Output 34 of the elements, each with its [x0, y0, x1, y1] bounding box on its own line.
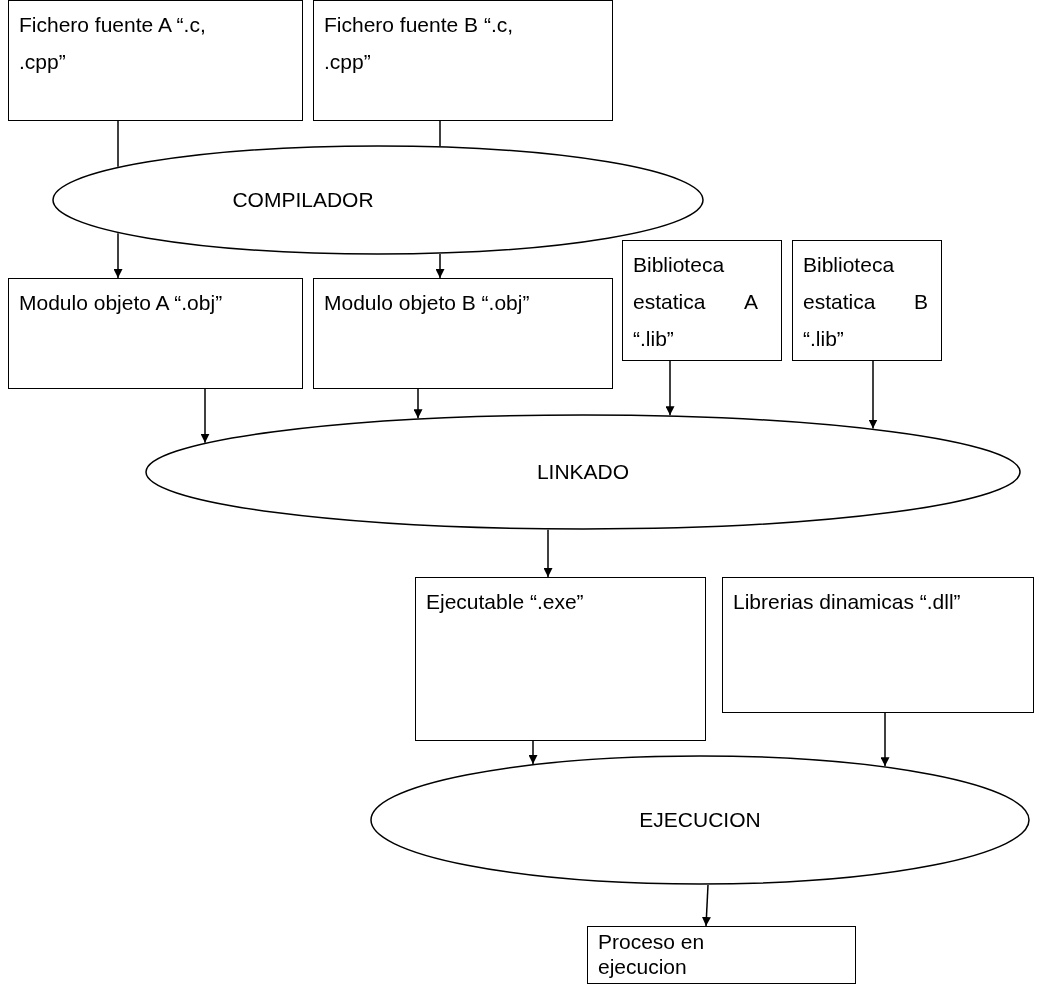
- stage-label: COMPILADOR: [232, 186, 374, 213]
- arrow: [880, 712, 890, 767]
- box-text: Biblioteca estatica A “.lib”: [633, 252, 758, 352]
- arrow: [701, 884, 711, 927]
- process-ellipse: [52, 145, 704, 255]
- arrow: [435, 253, 445, 279]
- box-text: Proceso en ejecucion: [598, 929, 706, 980]
- file-box: [313, 0, 613, 121]
- box-text: Biblioteca estatica B “.lib”: [803, 252, 928, 352]
- box-text: Modulo objeto B “.obj”: [324, 290, 531, 316]
- file-box: [722, 577, 1034, 713]
- arrow: [413, 388, 423, 419]
- file-box: [587, 926, 856, 984]
- stage-label: EJECUCION: [639, 806, 761, 833]
- box-text: Modulo objeto A “.obj”: [19, 290, 224, 316]
- file-box: [792, 240, 942, 361]
- box-text: Librerias dinamicas “.dll”: [733, 589, 962, 615]
- arrow: [113, 232, 123, 279]
- arrow: [543, 529, 553, 578]
- file-box: [313, 278, 613, 389]
- process-ellipse: [145, 414, 1021, 530]
- stage-label: LINKADO: [536, 458, 630, 485]
- file-box: [8, 0, 303, 121]
- box-text: Fichero fuente B “.c, .cpp”: [324, 12, 514, 75]
- file-box: [8, 278, 303, 389]
- arrow: [528, 740, 538, 765]
- arrow: [665, 360, 675, 416]
- file-box: [415, 577, 706, 741]
- file-box: [622, 240, 782, 361]
- process-ellipse: [370, 755, 1030, 885]
- box-text: Ejecutable “.exe”: [426, 590, 584, 613]
- box-text: Fichero fuente A “.c, .cpp”: [19, 12, 207, 75]
- arrow: [868, 360, 878, 430]
- arrow: [200, 388, 210, 444]
